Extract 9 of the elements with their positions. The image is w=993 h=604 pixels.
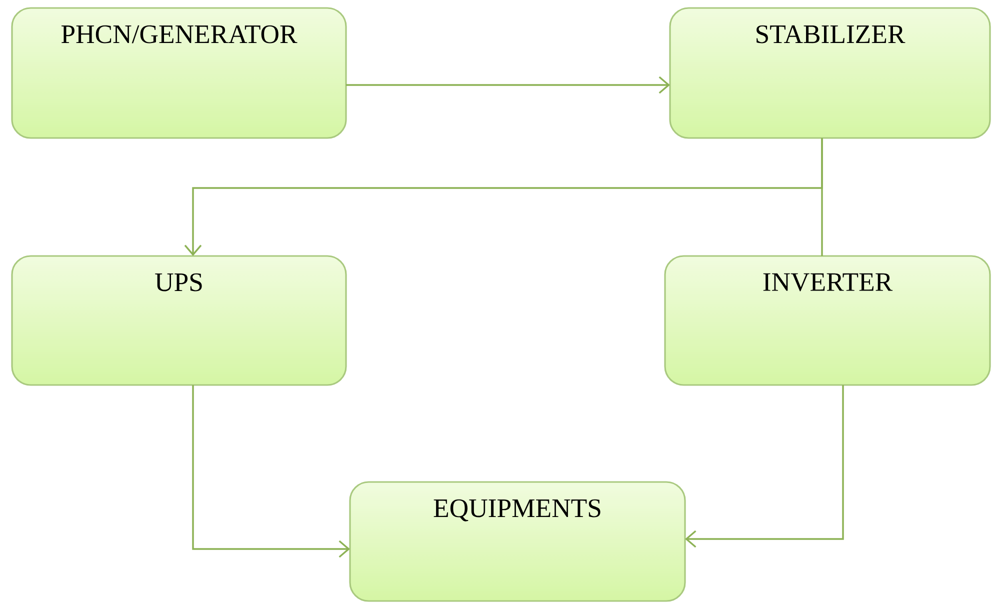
process-box: INVERTER (664, 255, 991, 386)
arrow (685, 385, 844, 548)
process-box: STABILIZER (669, 7, 991, 139)
arrow (346, 76, 670, 94)
arrow (192, 385, 350, 558)
process-box: PHCN/GENERATOR (11, 7, 347, 139)
connector-line (821, 138, 823, 256)
process-box: EQUIPMENTS (349, 481, 686, 602)
process-box: UPS (11, 255, 347, 386)
